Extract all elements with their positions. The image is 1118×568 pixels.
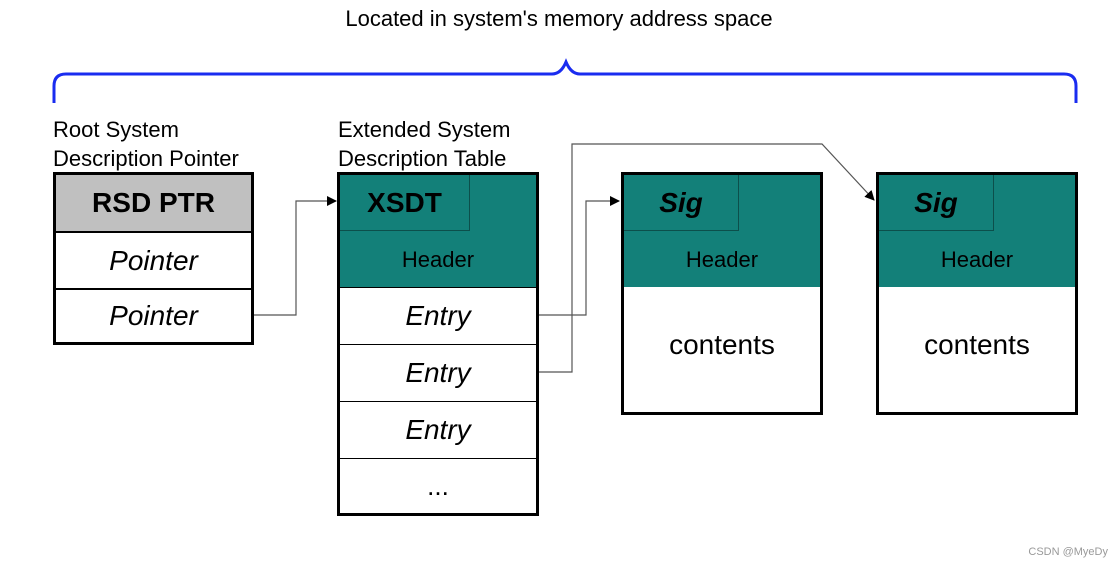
- table-header-label: Header: [685, 247, 759, 272]
- xsdt-entry: Entry: [340, 401, 536, 458]
- arrow-rsdp-to-xsdt: [253, 196, 337, 316]
- xsdt-header: Header: [340, 175, 536, 287]
- rsdp-box: RSD PTR Pointer Pointer: [53, 172, 254, 345]
- memory-space-brace: [52, 58, 1078, 103]
- xsdt-ellipsis: ...: [340, 458, 536, 513]
- table-header-label: Header: [940, 247, 1014, 272]
- xsdt-caption-line2: Description Table: [338, 146, 507, 171]
- memory-space-title: Located in system's memory address space: [345, 6, 773, 31]
- table-contents: contents: [669, 328, 775, 360]
- xsdt-caption-line1: Extended System: [338, 117, 511, 142]
- arrow-entry1-to-table1: [538, 196, 620, 316]
- rsdp-caption-line1: Root System: [53, 117, 179, 142]
- table-signature: Sig: [879, 175, 994, 231]
- arrow-entry2-to-table2: [538, 143, 875, 373]
- xsdt-header-label: Header: [401, 247, 475, 272]
- rsdp-caption: Root System Description Pointer: [53, 115, 239, 173]
- table-header: Header: [624, 175, 820, 287]
- table-contents: contents: [924, 328, 1030, 360]
- description-table: Header Sig contents: [621, 172, 823, 415]
- table-signature: Sig: [624, 175, 739, 231]
- xsdt-box: Header XSDT Entry Entry Entry ...: [337, 172, 539, 516]
- xsdt-entry: Entry: [340, 287, 536, 344]
- table-header: Header: [879, 175, 1075, 287]
- description-table: Header Sig contents: [876, 172, 1078, 415]
- rsdp-row: Pointer: [56, 231, 251, 288]
- rsdp-header: RSD PTR: [56, 175, 251, 231]
- watermark: CSDN @MyeDy: [1028, 546, 1108, 558]
- xsdt-caption: Extended System Description Table: [338, 115, 510, 173]
- xsdt-entry: Entry: [340, 344, 536, 401]
- xsdt-signature: XSDT: [340, 175, 470, 231]
- rsdp-caption-line2: Description Pointer: [53, 146, 239, 171]
- rsdp-row: Pointer: [56, 288, 251, 342]
